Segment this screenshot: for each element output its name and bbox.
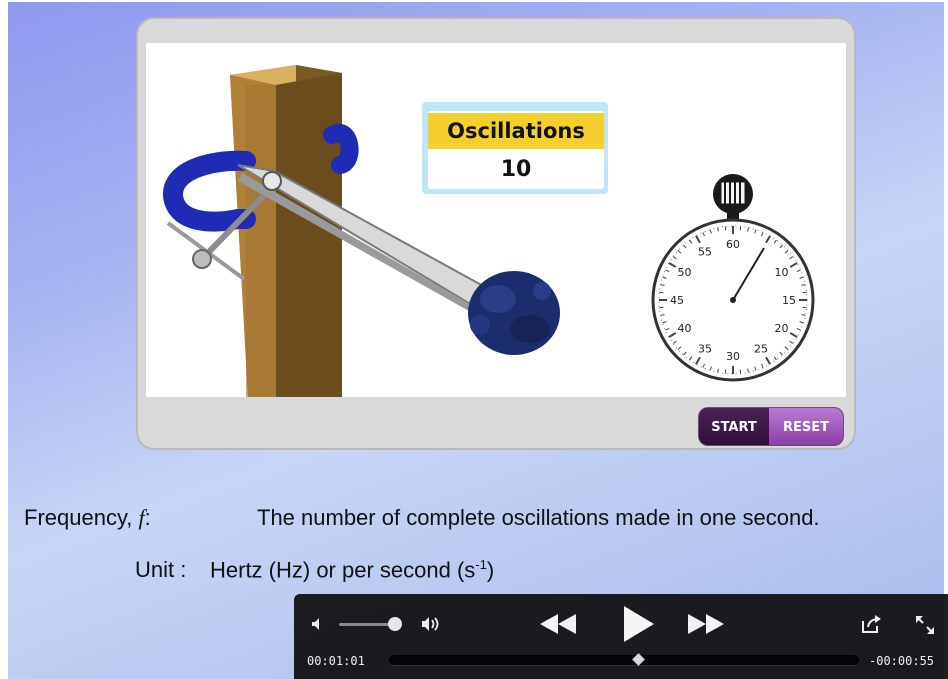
stopwatch: 60 10 15 20 25 30 35 40 45 50 55 [645, 168, 825, 386]
stopwatch-crown [713, 174, 753, 222]
stopwatch-number: 40 [678, 322, 692, 335]
fast-forward-icon[interactable] [686, 611, 726, 637]
reset-button[interactable]: RESET [769, 408, 843, 445]
stopwatch-number: 45 [670, 294, 684, 307]
fullscreen-icon[interactable] [914, 614, 936, 636]
unit-label: Unit : [135, 557, 186, 583]
stopwatch-number: 25 [754, 343, 768, 356]
elapsed-time: 00:01:01 [307, 654, 365, 668]
frequency-definition: Frequency, f: The number of complete osc… [24, 505, 944, 539]
stopwatch-number: 30 [726, 350, 740, 363]
plasticine-bob [468, 271, 560, 355]
video-controls: 00:01:01 -00:00:55 [294, 594, 948, 679]
volume-knob[interactable] [388, 617, 402, 631]
start-button[interactable]: START [699, 408, 769, 445]
rewind-icon[interactable] [538, 611, 578, 637]
frequency-definition-text: The number of complete oscillations made… [257, 505, 820, 531]
stopwatch-number: 60 [726, 238, 740, 251]
volume-low-icon[interactable] [310, 616, 326, 632]
frequency-term: Frequency, f: [24, 505, 151, 531]
frequency-unit: Unit : Hertz (Hz) or per second (s-1) [135, 557, 735, 587]
wooden-post [230, 65, 342, 397]
stopwatch-number: 50 [678, 266, 692, 279]
stopwatch-number: 20 [775, 322, 789, 335]
remaining-time: -00:00:55 [869, 654, 934, 668]
unit-value: Hertz (Hz) or per second (s-1) [210, 557, 494, 583]
oscillations-value: 10 [428, 153, 604, 187]
start-reset-controls: START RESET [699, 408, 843, 445]
stopwatch-number: 15 [782, 294, 796, 307]
play-icon[interactable] [620, 604, 656, 644]
stopwatch-number: 10 [775, 266, 789, 279]
progress-bar[interactable] [389, 655, 859, 665]
oscillations-label: Oscillations [428, 113, 604, 149]
share-icon[interactable] [860, 614, 882, 634]
stopwatch-number: 35 [698, 343, 712, 356]
volume-high-icon[interactable] [420, 615, 444, 633]
stopwatch-number: 55 [698, 246, 712, 259]
